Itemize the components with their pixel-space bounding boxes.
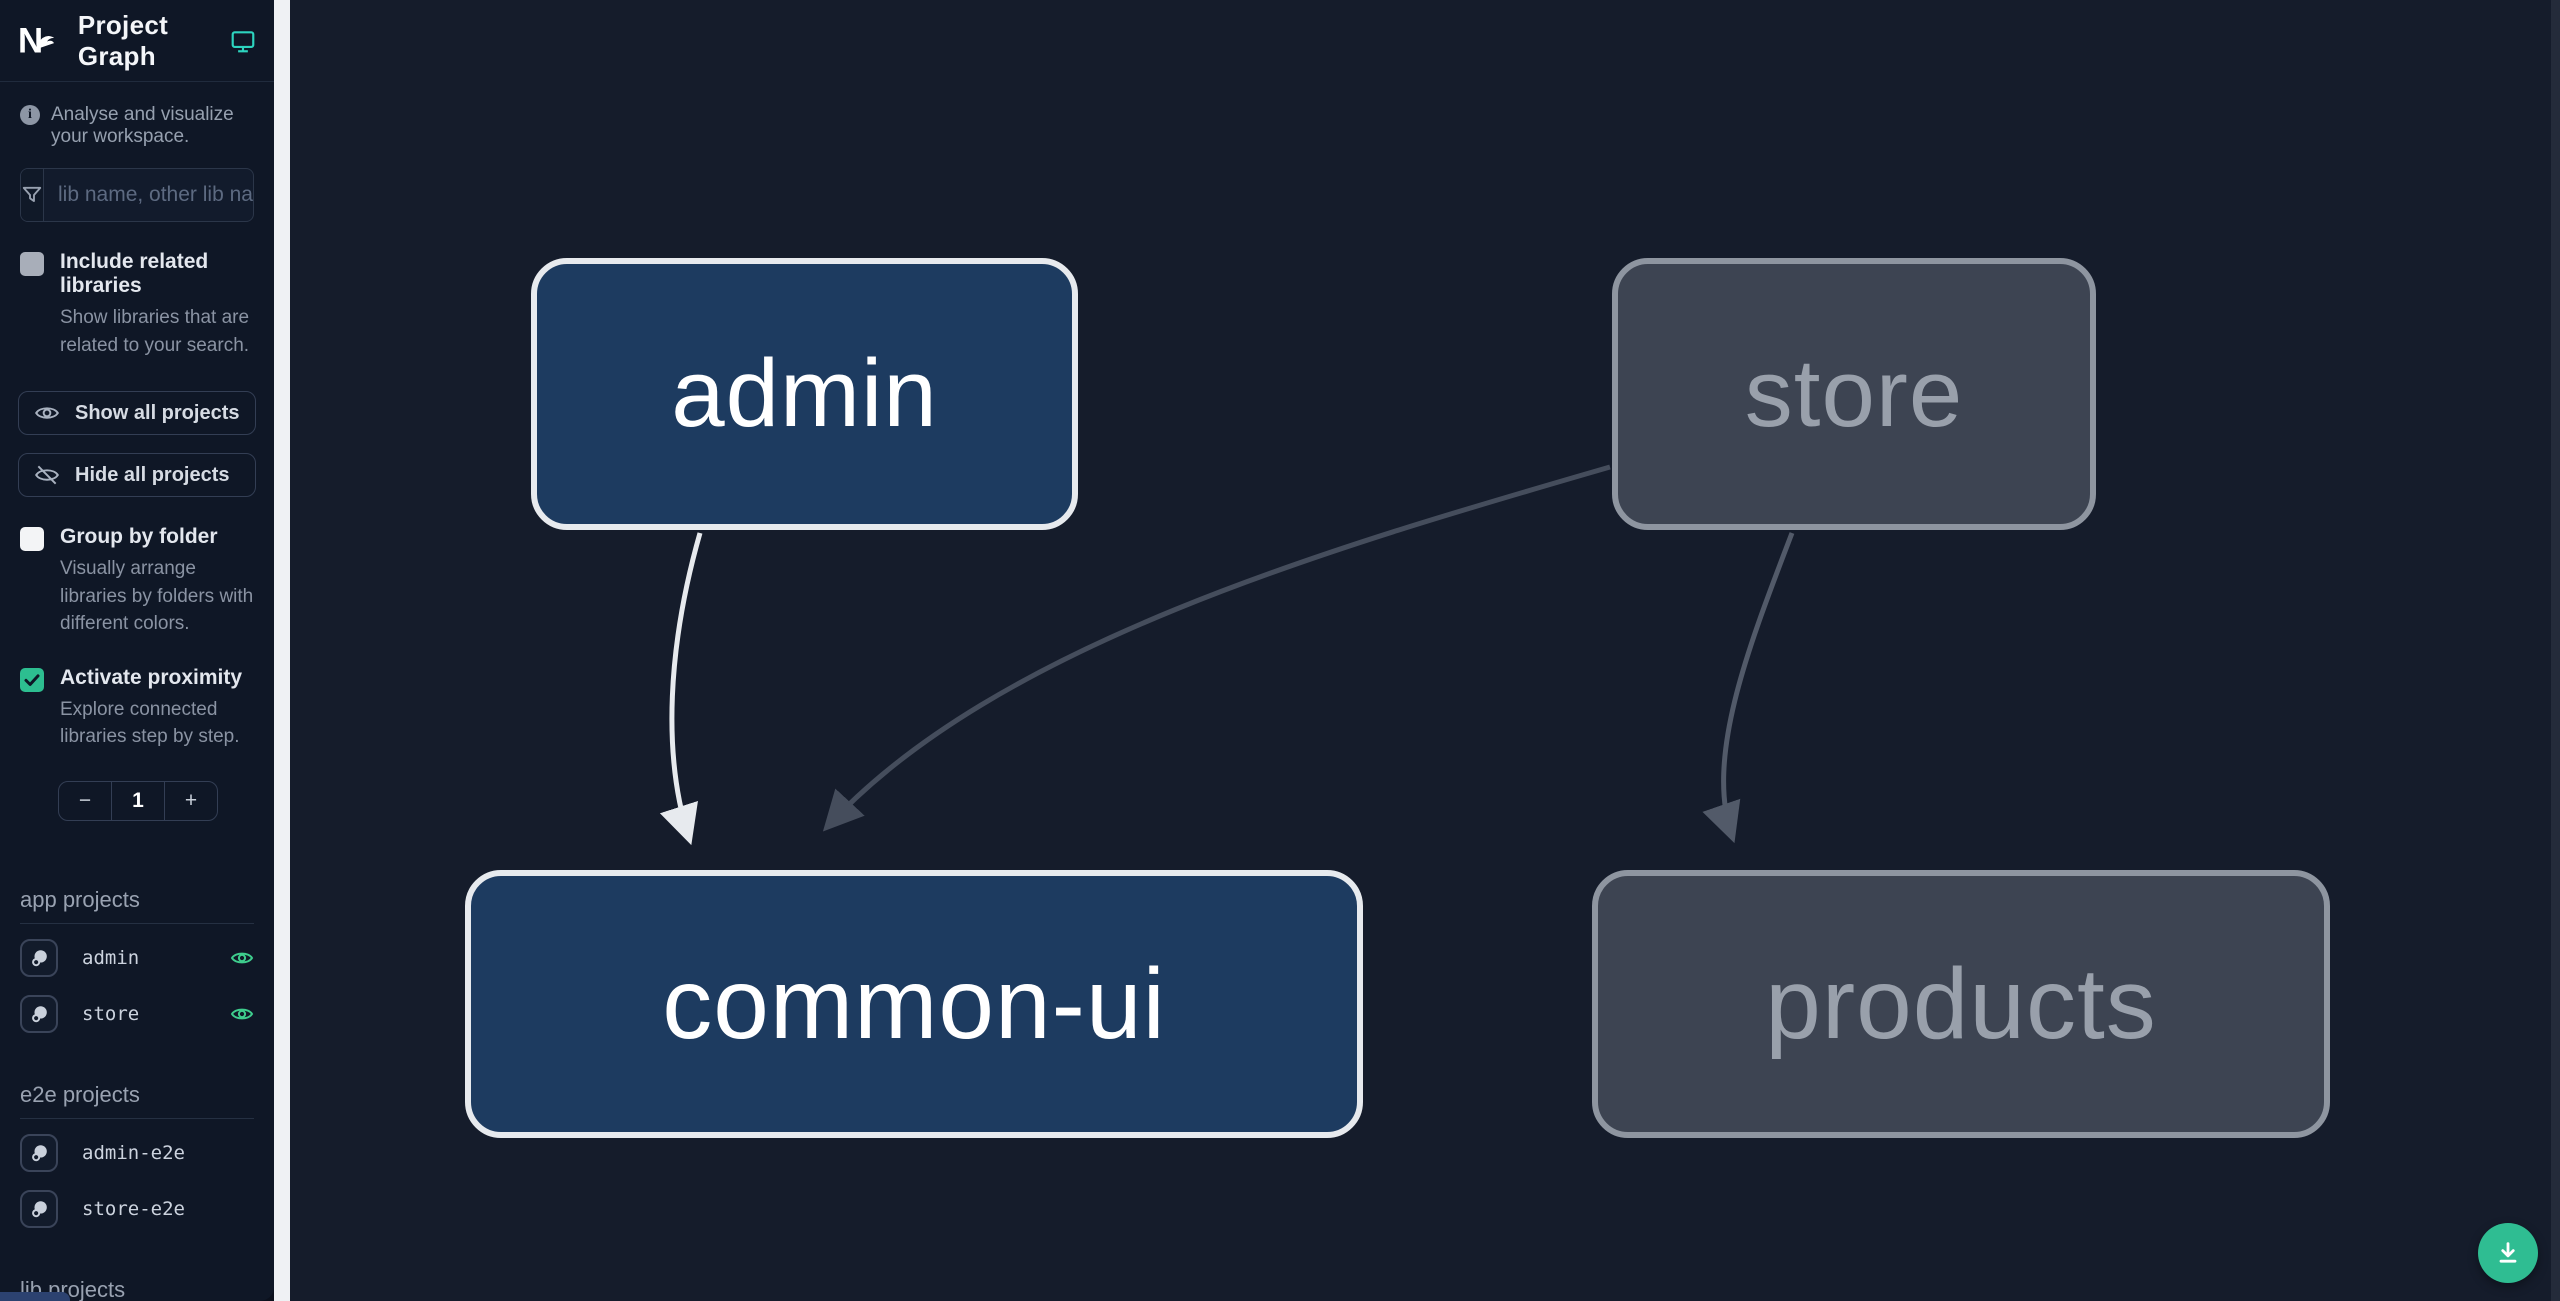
focus-icon xyxy=(32,1201,47,1218)
include-related-checkbox[interactable] xyxy=(20,252,44,276)
monitor-icon[interactable] xyxy=(230,26,256,56)
focus-project-button[interactable] xyxy=(20,994,58,1033)
focus-icon xyxy=(32,950,47,967)
svg-text:N: N xyxy=(18,21,43,60)
eye-off-icon xyxy=(35,465,59,485)
search-box xyxy=(20,168,254,222)
node-label: admin xyxy=(671,340,938,447)
project-row-store-e2e: store-e2e xyxy=(20,1187,254,1231)
activate-proximity-description: Explore connected libraries step by step… xyxy=(60,698,240,748)
filter-funnel-icon xyxy=(21,169,44,221)
project-row-admin: admin xyxy=(20,936,254,980)
focus-project-button[interactable] xyxy=(20,1133,58,1172)
toggle-visibility-eye-icon[interactable] xyxy=(230,1002,254,1026)
sidebar-resize-divider[interactable] xyxy=(274,0,290,1301)
activate-proximity-label: Activate proximity xyxy=(60,665,243,689)
include-related-description: Show libraries that are related to your … xyxy=(60,307,250,356)
include-related-checkbox-row: Include related libraries Show libraries… xyxy=(20,250,254,359)
sidebar-horizontal-scrollbar[interactable] xyxy=(0,1292,70,1301)
sidebar-header: N Project Graph xyxy=(0,0,274,82)
nx-logo-icon: N xyxy=(18,21,55,60)
edge-admin-to-common-ui[interactable] xyxy=(659,532,703,846)
focus-icon xyxy=(32,1145,47,1162)
proximity-stepper: − 1 + xyxy=(58,780,218,821)
edge-store-to-common-ui[interactable] xyxy=(822,464,1611,832)
download-graph-button[interactable] xyxy=(2478,1223,2538,1283)
show-all-projects-label: Show all projects xyxy=(75,401,240,424)
eye-icon xyxy=(35,407,59,419)
group-by-folder-checkbox[interactable] xyxy=(20,527,44,552)
project-name[interactable]: store xyxy=(82,1002,140,1025)
group-by-folder-label: Group by folder xyxy=(60,525,218,549)
graph-node-common-ui[interactable]: common-ui xyxy=(465,870,1363,1138)
project-name[interactable]: admin-e2e xyxy=(82,1141,185,1164)
group-by-folder-description: Visually arrange libraries by folders wi… xyxy=(60,558,254,635)
toggle-visibility-eye-icon[interactable] xyxy=(230,946,254,970)
project-row-admin-e2e: admin-e2e xyxy=(20,1131,254,1175)
graph-node-admin[interactable]: admin xyxy=(531,258,1078,530)
section-e2e-projects: e2e projects xyxy=(20,1082,254,1119)
project-name[interactable]: store-e2e xyxy=(82,1197,185,1220)
graph-edges xyxy=(659,464,1795,846)
focus-icon xyxy=(32,1006,47,1023)
proximity-decrement-button[interactable]: − xyxy=(78,788,92,812)
graph-canvas[interactable]: admin store common-ui products xyxy=(290,0,2560,1301)
activate-proximity-checkbox[interactable] xyxy=(20,667,44,692)
node-label: common-ui xyxy=(662,947,1166,1060)
page-title: Project Graph xyxy=(77,9,169,71)
page-vertical-scrollbar[interactable] xyxy=(2551,0,2560,1301)
proximity-increment-button[interactable]: + xyxy=(164,781,217,820)
graph-node-store[interactable]: store xyxy=(1612,258,2096,530)
hide-all-projects-button[interactable]: Hide all projects xyxy=(18,453,256,498)
focus-project-button[interactable] xyxy=(20,938,58,977)
node-label: store xyxy=(1744,340,1964,447)
workspace-tagline-row: i Analyse and visualize your workspace. xyxy=(20,104,256,148)
hide-all-projects-label: Hide all projects xyxy=(75,463,230,486)
sidebar: N Project Graph i Analyse and visualize … xyxy=(0,0,274,1301)
section-app-projects: app projects xyxy=(20,887,254,924)
graph-node-products[interactable]: products xyxy=(1592,870,2330,1138)
activate-proximity-checkbox-row: Activate proximity Explore connected lib… xyxy=(20,666,254,751)
checkmark-icon xyxy=(24,674,40,686)
node-label: products xyxy=(1765,947,2157,1060)
proximity-value: 1 xyxy=(111,781,164,820)
include-related-label: Include related libraries xyxy=(60,250,209,297)
project-name[interactable]: admin xyxy=(82,946,140,969)
info-icon: i xyxy=(20,105,40,125)
project-row-store: store xyxy=(20,992,254,1036)
group-by-folder-checkbox-row: Group by folder Visually arrange librari… xyxy=(20,525,254,638)
focus-project-button[interactable] xyxy=(20,1189,58,1228)
workspace-tagline: Analyse and visualize your workspace. xyxy=(51,104,234,147)
edge-store-to-products[interactable] xyxy=(1702,532,1795,844)
show-all-projects-button[interactable]: Show all projects xyxy=(18,391,256,436)
download-icon xyxy=(2499,1242,2517,1263)
search-input[interactable] xyxy=(44,169,253,221)
